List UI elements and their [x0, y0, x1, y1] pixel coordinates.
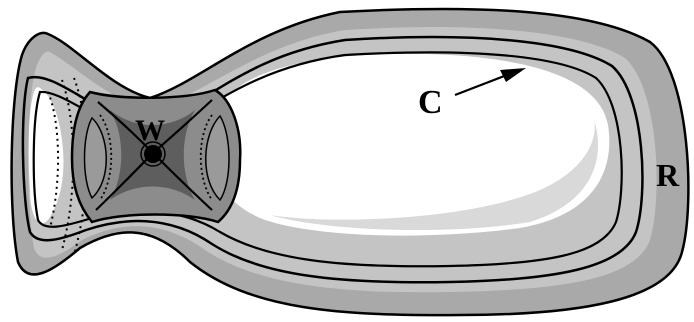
label-c: C: [418, 84, 443, 121]
saddle-point-w: [144, 145, 162, 163]
label-w: W: [135, 114, 165, 147]
label-r: R: [656, 157, 680, 193]
